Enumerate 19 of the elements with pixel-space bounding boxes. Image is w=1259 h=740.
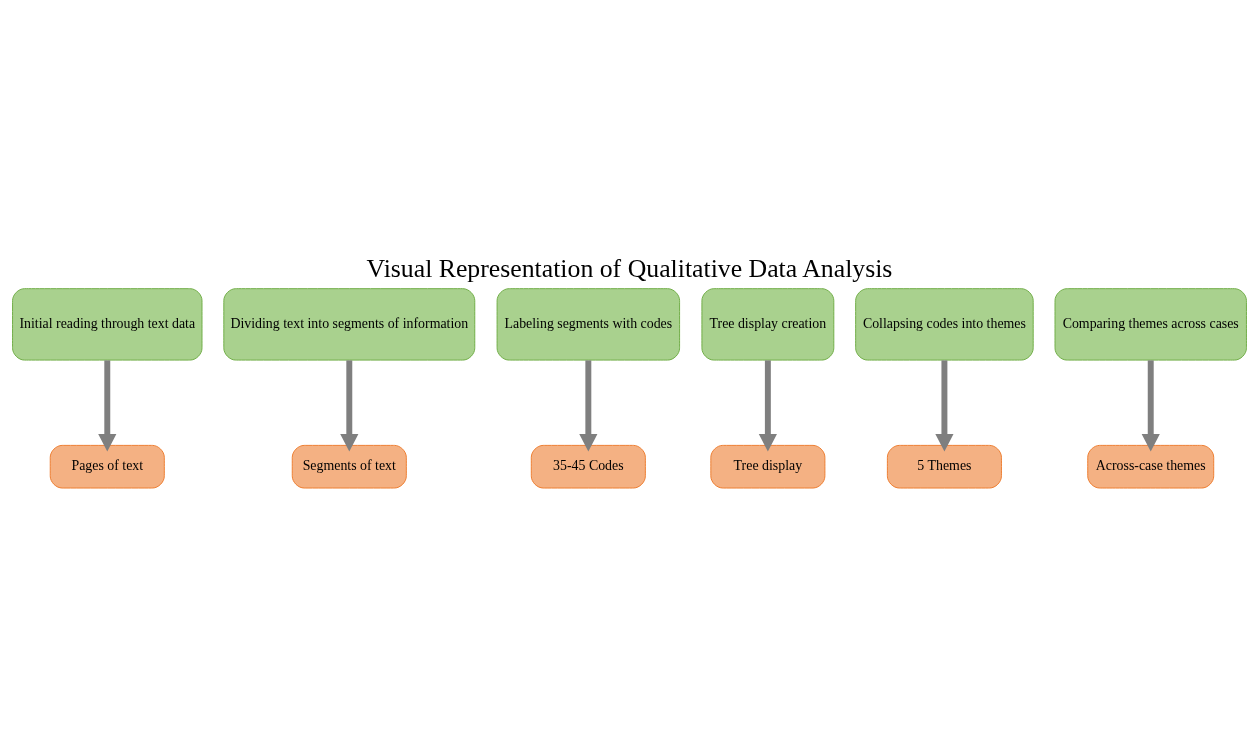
node-box: Pages of text xyxy=(49,444,165,489)
arrow xyxy=(579,360,598,452)
node-box: Collapsing codes into themes xyxy=(855,288,1034,361)
node-box: Segments of text xyxy=(291,444,407,489)
node-box: Tree display xyxy=(710,444,826,489)
node-box: Across-case themes xyxy=(1087,444,1215,489)
arrow xyxy=(758,360,777,452)
node-box: Labeling segments with codes xyxy=(496,288,681,361)
node-box: Tree display creation xyxy=(701,288,835,361)
node-box: 5 Themes xyxy=(886,444,1002,489)
node-box: Initial reading through text data xyxy=(12,288,203,361)
arrow xyxy=(935,360,954,452)
arrow xyxy=(98,360,117,452)
node-box: 35-45 Codes xyxy=(530,444,646,489)
node-box: Comparing themes across cases xyxy=(1054,288,1247,361)
node-box: Dividing text into segments of information xyxy=(223,288,476,361)
diagram-title: Visual Representation of Qualitative Data Analysis xyxy=(366,253,893,283)
arrow xyxy=(340,360,359,452)
arrow xyxy=(1141,360,1160,452)
